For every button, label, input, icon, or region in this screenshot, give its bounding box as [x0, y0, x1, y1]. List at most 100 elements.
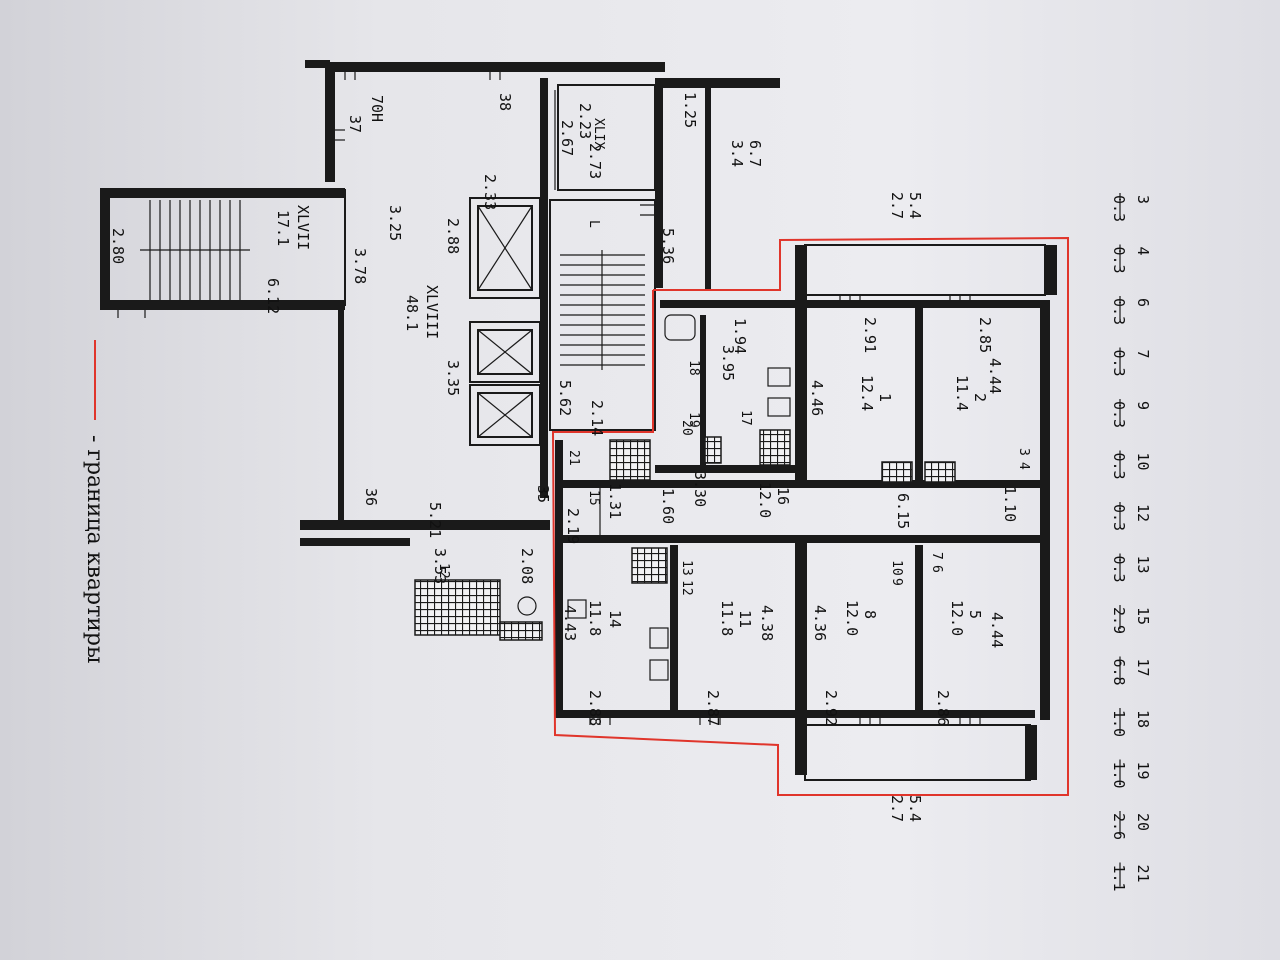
dim-273: 2.73 [586, 143, 604, 179]
wall-hall-bottom [300, 520, 550, 530]
balcony-south-end [1025, 725, 1037, 780]
mark-38: 38 [496, 93, 514, 111]
balcony-north-end [1045, 245, 1057, 295]
room-l: L [586, 220, 601, 228]
mark-35: 35 [534, 485, 552, 503]
explication-area: 6.8 [1110, 659, 1128, 686]
explication-num: 3 [1134, 195, 1152, 204]
wall-core-mid [655, 78, 663, 288]
balcony-top-area: 2.7 [888, 192, 906, 219]
stair-main [549, 199, 656, 431]
lift-shaft-1 [469, 197, 541, 299]
small-room-labels: 18 19 20 17 21 15 12 13 12 10 9 7 6 3 4 … [436, 220, 1031, 596]
wall-left-upper [325, 62, 335, 182]
wall-bath [700, 315, 706, 465]
dim-288: 2.88 [444, 218, 462, 254]
legend: - граница квартиры [82, 340, 107, 664]
wall-core-left [540, 78, 548, 498]
explication-area: 0.3 [1110, 556, 1128, 583]
room-7: 7 [929, 552, 944, 560]
dim-287: 2.87 [704, 690, 722, 726]
dim-160: 1.60 [659, 488, 677, 524]
room-xlix-num: XLIX [591, 118, 606, 149]
sink-icon-2 [767, 397, 791, 417]
room-6: 6 [929, 565, 944, 573]
dim-436: 4.36 [811, 605, 829, 641]
wall-room14-11 [670, 545, 678, 715]
room-5-area: 12.0 [948, 600, 966, 636]
room-14-area: 11.8 [586, 600, 604, 636]
explication-num: 17 [1134, 659, 1152, 677]
dim-444b: 4.44 [988, 612, 1006, 648]
explication-num: 20 [1134, 813, 1152, 831]
hatch-21 [609, 439, 651, 481]
explication-area: 1.0 [1110, 762, 1128, 789]
room-3: 3 [1016, 448, 1031, 456]
room-18: 18 [686, 360, 701, 376]
room-4: 4 [1016, 462, 1031, 470]
dim-110: 1.10 [1001, 486, 1019, 522]
explication-area: 0.3 [1110, 453, 1128, 480]
explication-num: 15 [1134, 607, 1152, 625]
room-11-num: 11 [736, 610, 754, 628]
room-10: 10 [889, 560, 904, 576]
dim-267: 2.67 [558, 120, 576, 156]
wall-top-right [660, 78, 780, 88]
dim-325: 3.25 [386, 205, 404, 241]
corridor-num: 6.7 [746, 140, 764, 167]
dim-223: 2.23 [576, 103, 594, 139]
dim-612: 6.12 [264, 278, 282, 314]
wall-room8-5 [915, 545, 923, 710]
room-xlix-box [557, 84, 656, 191]
room-16-area: 12.0 [756, 482, 774, 518]
apartment-boundary [551, 236, 1069, 796]
dim-395: 3.95 [719, 345, 737, 381]
dim-330: 3.30 [691, 471, 709, 507]
dim-285: 2.85 [976, 317, 994, 353]
wall-south-rooms-top [555, 535, 1040, 543]
dim-443: 4.43 [561, 605, 579, 641]
explication-area: 1.0 [1110, 710, 1128, 737]
explication-num: 6 [1134, 298, 1152, 307]
balcony-top-num: 5.4 [906, 192, 924, 219]
dim-286: 2.86 [934, 690, 952, 726]
dim-125: 1.25 [681, 92, 699, 128]
mark-37: 37 [346, 115, 364, 133]
explication-area: 0.3 [1110, 350, 1128, 377]
stair-wall-left [100, 188, 110, 310]
dim-280: 2.80 [109, 228, 127, 264]
explication-num: 12 [1134, 504, 1152, 522]
wall-west-apt [555, 440, 563, 715]
dim-335: 3.35 [444, 360, 462, 396]
stair-treads-xlvii [140, 200, 250, 300]
lift-car-3 [477, 392, 533, 438]
room-8-area: 12.0 [843, 600, 861, 636]
room-14-num: 14 [606, 610, 624, 628]
circle-fixture [517, 596, 537, 616]
dim-615: 6.15 [894, 493, 912, 529]
wall-north-rooms [800, 300, 1050, 308]
wall-wet-top [660, 300, 800, 308]
windows [117, 62, 981, 725]
room-xlviii-area: 48.1 [403, 295, 421, 331]
wall-top-left [325, 62, 665, 72]
explication-area: 0.3 [1110, 401, 1128, 428]
room-12: 12 [436, 563, 451, 579]
room-2-area: 11.4 [953, 375, 971, 411]
explication-num: 9 [1134, 401, 1152, 410]
lift-shaft-3 [469, 384, 541, 446]
dim-521: 5.21 [426, 502, 444, 538]
room-labels: XLIX XLVII 17.1 XLVIII 48.1 1 12.4 2 11.… [274, 118, 989, 636]
dimension-labels: 2.23 1.25 2.67 2.73 2.33 2.88 3.25 3.78 … [109, 92, 1019, 726]
wall-corner [305, 60, 330, 68]
wall-corridor [705, 80, 711, 290]
dim-194: 1.94 [731, 318, 749, 354]
room-11-area: 11.8 [718, 600, 736, 636]
dim-233: 2.33 [481, 174, 499, 210]
explication-area: 0.3 [1110, 298, 1128, 325]
room-xlvii-area: 17.1 [274, 210, 292, 246]
legend-text: - граница квартиры [82, 435, 107, 664]
explication-area: 0.3 [1110, 504, 1128, 531]
hatch-20 [704, 436, 722, 464]
dim-288b: 2.88 [586, 690, 604, 726]
